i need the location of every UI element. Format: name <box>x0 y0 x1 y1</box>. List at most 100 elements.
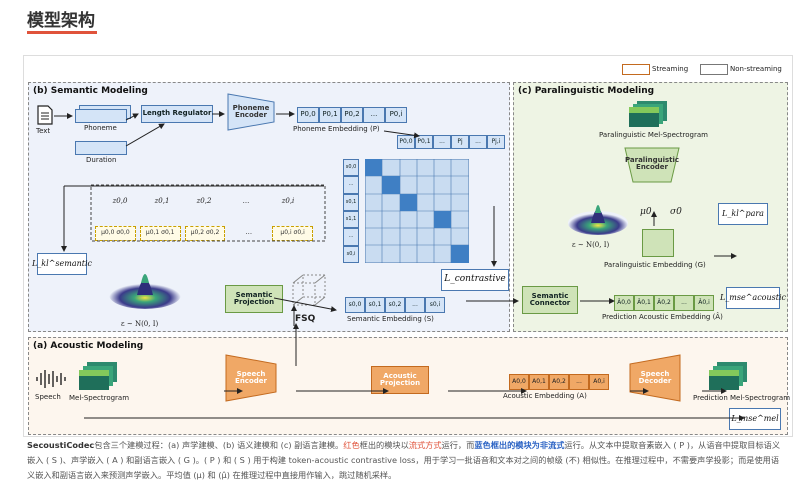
caption-part2: 框出的模块以 <box>359 440 409 450</box>
legend-non-streaming-swatch <box>700 64 728 75</box>
acoustic-embedding-label: Acoustic Embedding (A) <box>503 392 587 400</box>
s-cell: s0,0 <box>343 159 359 177</box>
panel-acoustic-modeling: (a) Acoustic Modeling Speech Mel-Spectro… <box>28 337 791 435</box>
caption-red-label: 红色 <box>343 440 360 450</box>
acoustic-mse-loss-box: L_mse^acoustic <box>720 287 786 309</box>
text-label: Text <box>36 127 51 135</box>
s-cell: s0,i <box>343 245 359 263</box>
phoneme-embedding-row-2: P0,0 P0,1 ... Pj ... Pj,i <box>397 135 505 149</box>
s-cell: s0,2 <box>385 297 405 313</box>
p-cell: ... <box>433 135 451 149</box>
panel-paralinguistic-modeling: (c) Paralinguistic Modeling Paralinguist… <box>513 82 788 332</box>
s-cell: s0,0 <box>345 297 365 313</box>
pred-mel-spectrogram-icon <box>709 362 747 390</box>
legend-streaming-swatch <box>622 64 650 75</box>
a-cell: A0,i <box>589 374 609 390</box>
text-document-icon <box>37 105 53 125</box>
acoustic-embedding-row: A0,0 A0,1 A0,2 ... A0,i <box>509 374 609 390</box>
caption-part4: 运行。从文本中提取音素嵌入 ( P )，从语音中提取目标语义嵌入 ( S )、声… <box>27 440 781 480</box>
speech-decoder-label: Speech Decoder <box>638 369 672 385</box>
semantic-kl-loss-box: L_kl^semantic <box>32 253 92 275</box>
prediction-acoustic-label: Prediction Acoustic Embedding (Â) <box>602 313 723 321</box>
legend-streaming-label: Streaming <box>652 65 689 73</box>
z-label: z0,1 <box>154 197 170 205</box>
figure-caption: SecoustiCodec包含三个建模过程：(a) 声学建模、(b) 语义建模和… <box>27 438 782 483</box>
legend-non-streaming-label: Non-streaming <box>730 65 782 73</box>
mel-mse-loss-box: L_mse^mel <box>729 408 781 430</box>
p-cell: ... <box>363 107 385 123</box>
latent-z-row: z0,0 z0,1 z0,2 ... z0,i <box>99 197 309 209</box>
mu-label: μ0 <box>640 207 652 217</box>
pred-cell: Â0,i <box>694 295 714 311</box>
p-cell: Pj <box>451 135 469 149</box>
phoneme-encoder-label: Phoneme Encoder <box>232 103 270 119</box>
mu-sigma-box: μ0,1 σ0,1 <box>139 226 181 241</box>
semantic-embedding-row: s0,0 s0,1 s0,2 ... s0,i <box>345 297 445 313</box>
semantic-epsilon-label: ε ~ N(0, I) <box>121 320 159 328</box>
mel-spectrogram-icon <box>79 362 117 390</box>
speech-encoder-label: Speech Encoder <box>235 369 267 385</box>
p-cell: P0,1 <box>319 107 341 123</box>
paralinguistic-embedding-label: Paralinguistic Embedding (G) <box>604 261 706 269</box>
a-cell: A0,0 <box>509 374 529 390</box>
s-cell: s1,1 <box>343 210 359 229</box>
duration-label: Duration <box>86 156 117 164</box>
paralinguistic-encoder-label: Paralinguistic Encoder <box>624 155 680 171</box>
s-cell: s0,1 <box>343 193 359 211</box>
caption-part3: 运行，而 <box>441 440 475 450</box>
p-cell: P0,i <box>385 107 407 123</box>
phoneme-sequence-back <box>75 109 127 123</box>
z-label: z0,i <box>281 197 295 205</box>
paralinguistic-encoder-shape <box>624 147 680 183</box>
panel-semantic-title: (b) Semantic Modeling <box>33 86 148 96</box>
p-cell: P0,0 <box>297 107 319 123</box>
s-cell: ... <box>343 228 359 246</box>
caption-model-name: SecoustiCodec <box>27 440 95 450</box>
phoneme-embedding-label: Phoneme Embedding (P) <box>293 125 380 133</box>
para-gaussian-icon <box>568 205 628 235</box>
caption-streaming: 流式方式 <box>408 440 442 450</box>
semantic-projection-box: Semantic Projection <box>225 285 283 313</box>
phoneme-encoder-shape <box>227 93 275 131</box>
title-underline <box>27 31 97 34</box>
pred-mel-label: Prediction Mel-Spectrogram <box>693 394 791 402</box>
a-cell: ... <box>569 374 589 390</box>
contrastive-loss-box: L_contrastive <box>441 269 509 291</box>
paralinguistic-embedding-block <box>642 229 674 257</box>
pred-cell: Â0,1 <box>634 295 654 311</box>
p-cell: ... <box>469 135 487 149</box>
z-label: ... <box>242 197 250 205</box>
speech-label: Speech <box>35 393 61 401</box>
gaussian-distribution-icon <box>109 274 181 309</box>
paralinguistic-mel-icon <box>629 101 667 127</box>
semantic-column: s0,0 ... s0,1 s1,1 ... s0,i <box>343 159 359 263</box>
pred-cell: ... <box>674 295 694 311</box>
para-epsilon-label: ε ~ N(0, I) <box>572 241 610 249</box>
prediction-acoustic-row: Â0,0 Â0,1 Â0,2 ... Â0,i <box>614 295 714 311</box>
mu-sigma-box: ... <box>245 227 253 236</box>
paralinguistic-mel-label: Paralinguistic Mel-Spectrogram <box>599 131 708 139</box>
semantic-embedding-label: Semantic Embedding (S) <box>347 315 434 323</box>
s-cell: ... <box>343 176 359 194</box>
s-cell: s0,1 <box>365 297 385 313</box>
architecture-figure: Streaming Non-streaming (b) Semantic Mod… <box>23 55 793 437</box>
mu-sigma-box: μ0,0 σ0,0 <box>95 226 136 241</box>
s-cell: ... <box>405 297 425 313</box>
fsq-label: FSQ <box>295 314 316 324</box>
duration-sequence <box>75 141 127 155</box>
a-cell: A0,1 <box>529 374 549 390</box>
panel-acoustic-title: (a) Acoustic Modeling <box>33 341 144 351</box>
a-cell: A0,2 <box>549 374 569 390</box>
page-title: 模型架构 <box>27 11 95 31</box>
p-cell: P0,0 <box>397 135 415 149</box>
p-cell: Pj,i <box>487 135 505 149</box>
sigma-label: σ0 <box>670 207 682 217</box>
speech-decoder-shape <box>629 354 681 402</box>
similarity-matrix <box>365 159 469 263</box>
s-cell: s0,i <box>425 297 445 313</box>
mel-spectrogram-label: Mel-Spectrogram <box>69 394 130 402</box>
caption-blue-label: 蓝色框出的模块为非流式 <box>474 440 565 450</box>
z-label: z0,0 <box>112 197 128 205</box>
phoneme-label: Phoneme <box>84 124 117 132</box>
semantic-connector-box: Semantic Connector <box>522 286 578 314</box>
